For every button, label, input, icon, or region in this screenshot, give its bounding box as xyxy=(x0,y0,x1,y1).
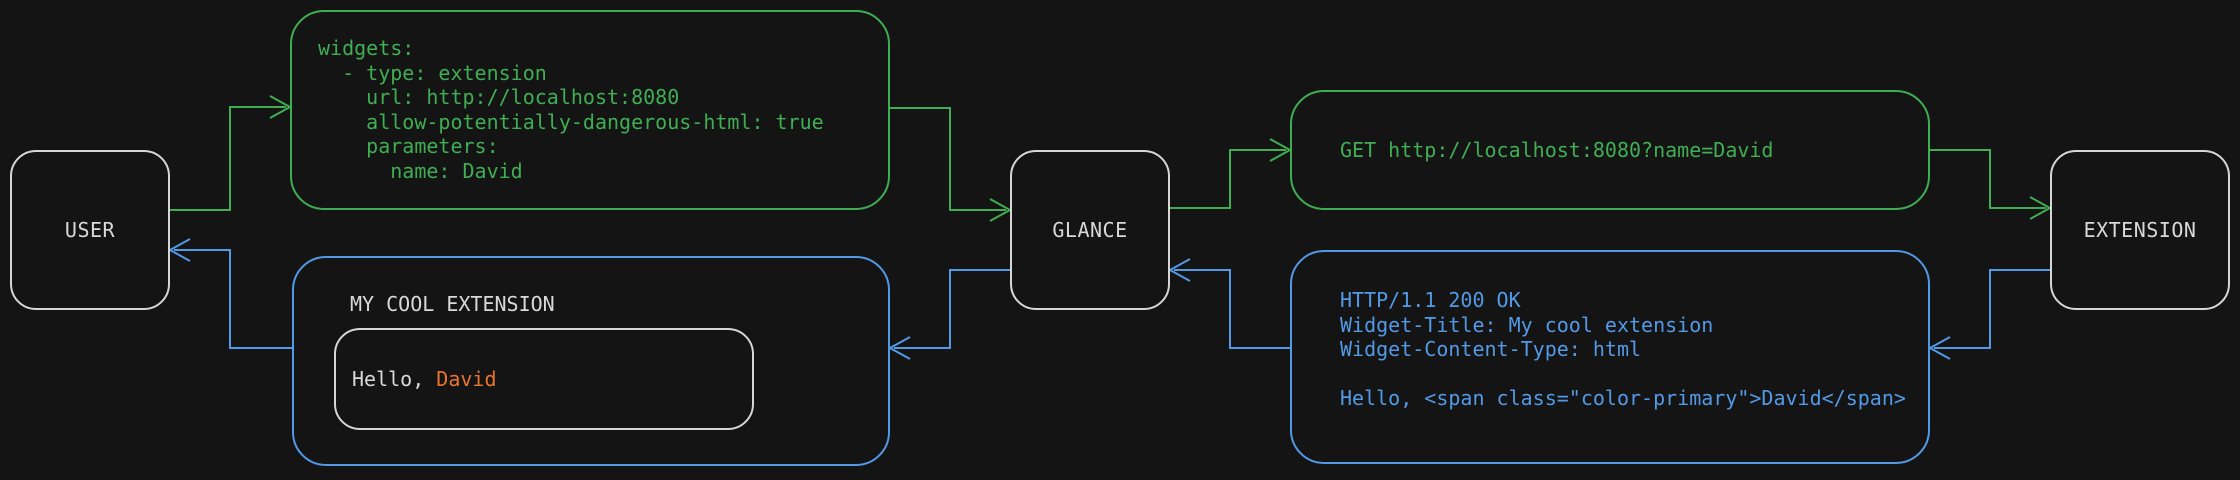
config-yaml-code: widgets: - type: extension url: http://l… xyxy=(318,36,824,183)
widget-content-box: Hello, David xyxy=(334,328,754,430)
http-request-box: GET http://localhost:8080?name=David xyxy=(1290,90,1930,210)
arrowhead-into-glance-request xyxy=(989,198,1013,222)
arrow-response-to-glance xyxy=(1174,269,1291,349)
widget-greeting-text: Hello, David xyxy=(336,367,497,391)
arrow-request-to-extension xyxy=(1930,149,2046,209)
arrow-user-to-config xyxy=(170,106,286,211)
arrow-glance-to-request xyxy=(1170,149,1286,209)
arrow-config-to-glance xyxy=(890,107,1006,211)
arrowhead-into-extension xyxy=(2029,196,2053,220)
arrowhead-into-config xyxy=(269,95,293,119)
arrowhead-into-response-box xyxy=(1927,336,1951,360)
widget-preview-box xyxy=(292,256,890,466)
arrowhead-into-glance-response xyxy=(1167,258,1191,282)
extension-node: EXTENSION xyxy=(2050,150,2230,310)
arrowhead-into-widget-box xyxy=(887,336,911,360)
glance-node: GLANCE xyxy=(1010,150,1170,310)
arrowhead-into-user xyxy=(167,238,191,262)
greeting-prefix: Hello, xyxy=(352,367,437,391)
arrowhead-into-request-box xyxy=(1269,138,1293,162)
widget-preview-title: MY COOL EXTENSION xyxy=(350,292,555,316)
http-response-box xyxy=(1290,250,1930,464)
http-request-code: GET http://localhost:8080?name=David xyxy=(1340,137,1774,162)
http-response-code: HTTP/1.1 200 OK Widget-Title: My cool ex… xyxy=(1340,288,1906,410)
user-node: USER xyxy=(10,150,170,310)
config-yaml-box xyxy=(290,10,890,210)
arrow-glance-to-widget xyxy=(894,269,1010,349)
greeting-name-highlight: David xyxy=(436,367,497,391)
arrow-extension-to-response xyxy=(1934,269,2050,349)
arrow-widget-to-user xyxy=(174,249,292,349)
